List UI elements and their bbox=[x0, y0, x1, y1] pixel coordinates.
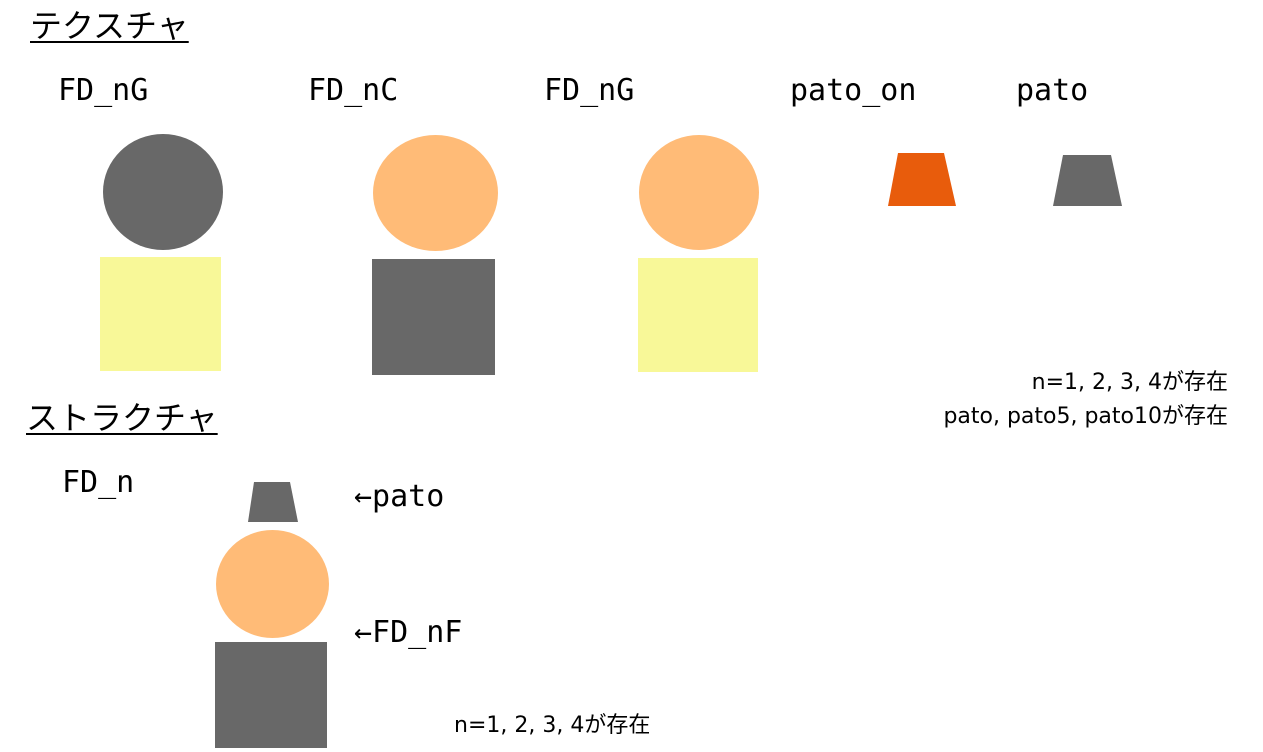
structure-fd-head-shape bbox=[216, 530, 329, 638]
fd-ng-2-head-shape bbox=[639, 135, 759, 250]
arrow-label-fd-nf: ←FD_nF bbox=[354, 615, 463, 650]
fd-nc-head-shape bbox=[373, 135, 498, 251]
pato-trapezoid-shape bbox=[1053, 155, 1122, 206]
structure-pato-trapezoid-shape bbox=[248, 482, 298, 522]
texture-label-pato: pato bbox=[1016, 73, 1089, 108]
fd-ng-2-body-shape bbox=[638, 258, 758, 372]
structure-note-n-values: n=1, 2, 3, 4が存在 bbox=[454, 713, 651, 738]
texture-heading: テクスチャ bbox=[30, 7, 189, 45]
fd-nc-body-shape bbox=[372, 259, 495, 375]
fd-ng-1-head-shape bbox=[103, 134, 223, 250]
arrow-label-pato: ←pato bbox=[354, 479, 445, 514]
fd-ng-1-body-shape bbox=[100, 257, 221, 371]
texture-note-pato-values: pato, pato5, pato10が存在 bbox=[943, 404, 1228, 429]
texture-label-pato-on: pato_on bbox=[790, 73, 917, 108]
pato-on-trapezoid-shape bbox=[888, 153, 956, 206]
structure-heading: ストラクチャ bbox=[26, 399, 218, 437]
structure-label-fd-n: FD_n bbox=[62, 465, 135, 500]
texture-label-fd-ng-1: FD_nG bbox=[58, 73, 149, 108]
texture-note-n-values: n=1, 2, 3, 4が存在 bbox=[1031, 370, 1228, 395]
texture-label-fd-nc: FD_nC bbox=[308, 73, 399, 108]
texture-label-fd-ng-2: FD_nG bbox=[544, 73, 635, 108]
structure-fd-body-shape bbox=[215, 642, 327, 748]
